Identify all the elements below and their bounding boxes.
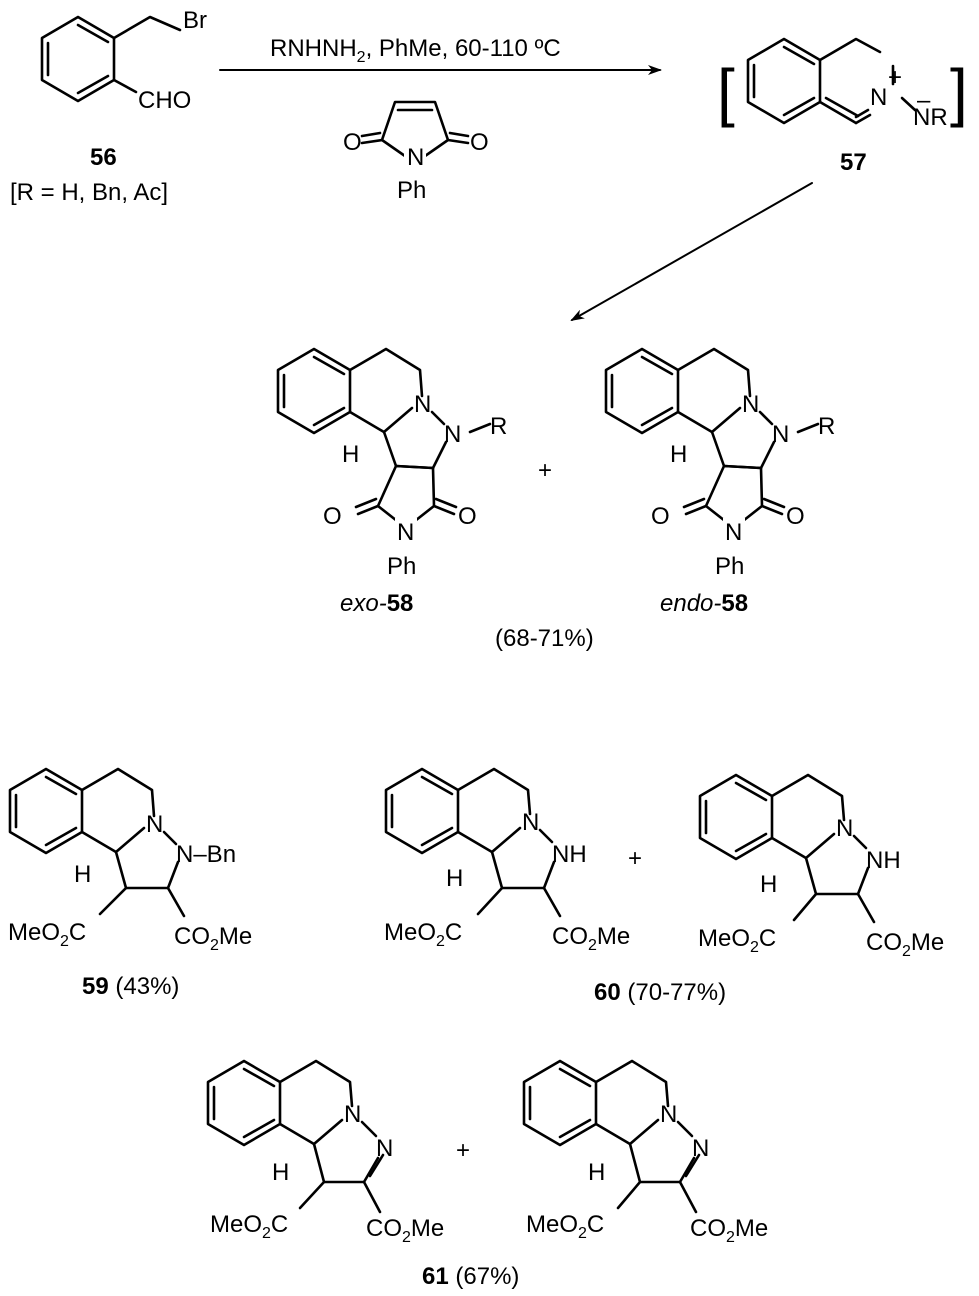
- exo-58-h: H: [342, 441, 359, 468]
- endo-58-o-left: O: [651, 503, 670, 530]
- compound-56-bromoethyl-chain: [112, 15, 182, 40]
- exo-58-o-left: O: [323, 503, 342, 530]
- compound-57: [ ] N + – NR 57: [717, 37, 968, 176]
- compound-61a-ester-right: CO2Me: [366, 1215, 444, 1246]
- compound-57-bracket-left: [: [717, 56, 735, 128]
- compound-60a-h: H: [446, 865, 463, 892]
- compound-60b-n: N: [836, 815, 853, 842]
- compound-61b-n1: N: [660, 1101, 677, 1128]
- compound-61a-n1: N: [344, 1101, 361, 1128]
- compound-57-minus: –: [917, 87, 931, 114]
- arrow-57-to-58: [570, 182, 813, 321]
- compound-56-br-label: Br: [183, 7, 207, 34]
- compound-61b-h: H: [588, 1159, 605, 1186]
- compound-60b-h: H: [760, 871, 777, 898]
- reaction-conditions: RNHNH2, PhMe, 60-110 ºC: [270, 35, 561, 66]
- compound-56-ring: [40, 15, 116, 103]
- compound-57-number: 57: [840, 149, 867, 176]
- exo-58-ph: Ph: [387, 553, 416, 580]
- compound-60a: N NH H MeO2C CO2Me: [384, 767, 630, 954]
- endo-58-n1: N: [742, 391, 759, 418]
- compound-56-number: 56: [90, 144, 117, 171]
- compound-56-aldehyde-bond: [112, 78, 138, 94]
- endo-58-h: H: [670, 441, 687, 468]
- endo-58-nr: N: [772, 421, 789, 448]
- compound-57-nr: NR: [913, 104, 948, 131]
- compound-endo-58: N N R H O O N Ph endo-58: [604, 347, 835, 617]
- exo-58-o-right: O: [458, 503, 477, 530]
- exo-58-nr: N: [444, 421, 461, 448]
- compound-56-r-note: [R = H, Bn, Ac]: [10, 179, 168, 206]
- compound-61b: N N H MeO2C CO2Me: [522, 1059, 768, 1246]
- endo-58-n-imide: N: [725, 519, 742, 546]
- compound-59-label: 59 (43%): [82, 973, 179, 1000]
- compound-56-cho-label: CHO: [138, 87, 191, 114]
- exo-58-n-imide: N: [397, 519, 414, 546]
- reaction-arrow-1: RNHNH2, PhMe, 60-110 ºC O O N Ph: [219, 35, 662, 204]
- compound-59-h: H: [74, 861, 91, 888]
- compound-60-label: 60 (70-77%): [594, 979, 726, 1006]
- compound-60a-ester-right: CO2Me: [552, 923, 630, 954]
- maleimide-n: N: [407, 144, 424, 171]
- compound-61a-n2: N: [376, 1135, 393, 1162]
- compound-59-n: N: [146, 811, 163, 838]
- compound-60a-n: N: [522, 809, 539, 836]
- plus-60: +: [628, 845, 642, 872]
- compound-59-ester-left: MeO2C: [8, 919, 86, 950]
- endo-58-label: endo-58: [660, 590, 748, 617]
- endo-58-r: R: [818, 413, 835, 440]
- compound-60b-ester-left: MeO2C: [698, 925, 776, 956]
- maleimide-ph: Ph: [397, 177, 426, 204]
- compound-57-plus: +: [888, 64, 902, 91]
- maleimide-o-right: O: [470, 129, 489, 156]
- compound-61a-ester-left: MeO2C: [210, 1211, 288, 1242]
- yield-58: (68-71%): [495, 625, 594, 652]
- plus-61: +: [456, 1137, 470, 1164]
- compound-59-bn: N–Bn: [176, 841, 236, 868]
- compound-60a-nh: NH: [552, 841, 587, 868]
- compound-60b: N NH H MeO2C CO2Me: [698, 773, 944, 960]
- compound-61a: N N H MeO2C CO2Me: [206, 1059, 444, 1246]
- maleimide-o-left: O: [343, 129, 362, 156]
- exo-58-label: exo-58: [340, 590, 413, 617]
- compound-61b-ester-right: CO2Me: [690, 1215, 768, 1246]
- compound-61b-n2: N: [692, 1135, 709, 1162]
- plus-58: +: [538, 457, 552, 484]
- compound-61-label: 61 (67%): [422, 1263, 519, 1290]
- compound-57-bracket-right: ]: [950, 56, 968, 128]
- compound-56: Br CHO 56 [R = H, Bn, Ac]: [10, 7, 207, 206]
- compound-exo-58: N N R H O O N Ph exo-58: [276, 347, 507, 617]
- compound-60b-nh: NH: [866, 847, 901, 874]
- compound-57-ring: [746, 37, 917, 125]
- compound-57-n-plus: N: [870, 84, 887, 111]
- compound-61b-ester-left: MeO2C: [526, 1211, 604, 1242]
- compound-61a-h: H: [272, 1159, 289, 1186]
- endo-58-ph: Ph: [715, 553, 744, 580]
- compound-60a-ester-left: MeO2C: [384, 919, 462, 950]
- compound-60b-ester-right: CO2Me: [866, 929, 944, 960]
- endo-58-o-right: O: [786, 503, 805, 530]
- exo-58-r: R: [490, 413, 507, 440]
- compound-59: N N–Bn H MeO2C CO2Me 59 (43%): [8, 767, 252, 1000]
- compound-59-ester-right: CO2Me: [174, 923, 252, 954]
- exo-58-n1: N: [414, 391, 431, 418]
- n-phenylmaleimide: O O N Ph: [343, 100, 489, 204]
